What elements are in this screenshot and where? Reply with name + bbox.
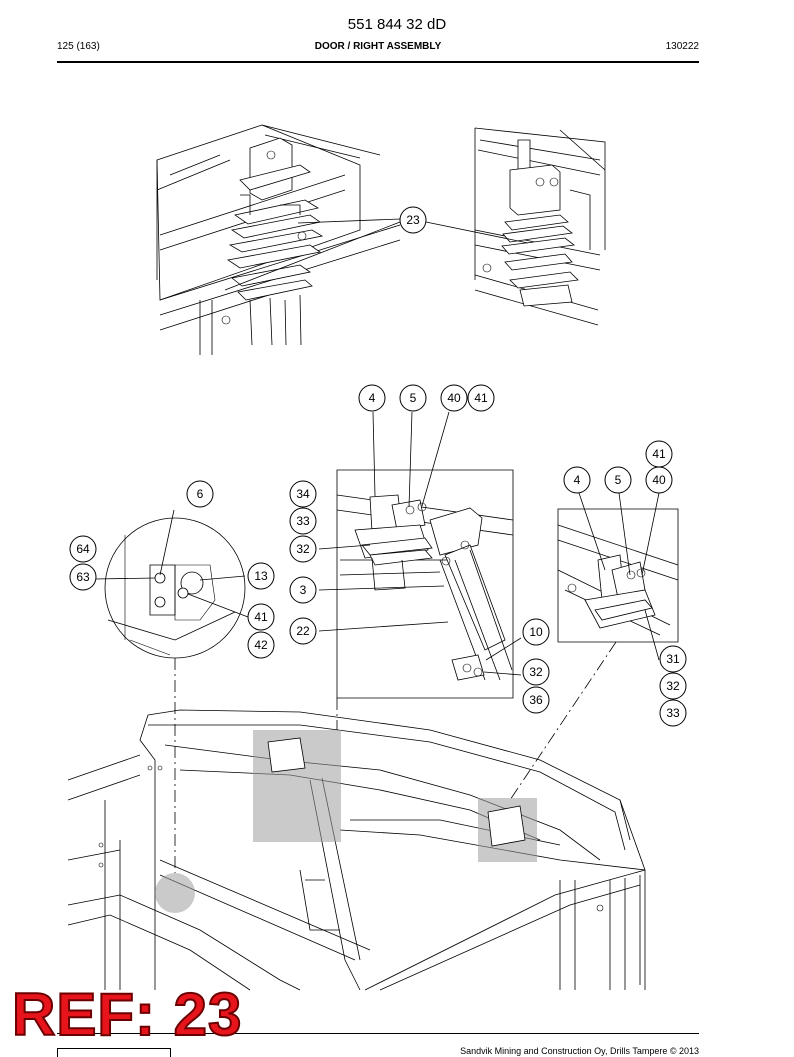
callout-63: 63 xyxy=(69,563,97,591)
callout-41: 41 xyxy=(467,384,495,412)
svg-text:41: 41 xyxy=(254,610,268,624)
document-date: 130222 xyxy=(665,41,699,52)
callout-40: 40 xyxy=(440,384,468,412)
svg-text:13: 13 xyxy=(254,569,268,583)
section-title: DOOR / RIGHT ASSEMBLY xyxy=(314,41,442,52)
svg-text:31: 31 xyxy=(666,652,680,666)
top-right-detail-view xyxy=(474,127,606,326)
callout-5: 5 xyxy=(399,384,427,412)
callout-41-left: 41 xyxy=(247,603,275,631)
svg-text:4: 4 xyxy=(369,391,376,405)
page-count: 125 (163) xyxy=(57,41,100,52)
reference-stamp: REF: 23 xyxy=(11,981,243,1048)
svg-text:5: 5 xyxy=(410,391,417,405)
svg-text:32: 32 xyxy=(666,679,680,693)
cabin-frame-view xyxy=(67,709,646,991)
svg-text:36: 36 xyxy=(529,693,543,707)
callout-31: 31 xyxy=(659,645,687,673)
callout-32: 32 xyxy=(289,535,317,563)
callout-41-right: 41 xyxy=(645,440,673,468)
svg-text:34: 34 xyxy=(296,487,310,501)
callout-34: 34 xyxy=(289,480,317,508)
svg-text:32: 32 xyxy=(529,665,543,679)
svg-text:23: 23 xyxy=(406,213,420,227)
svg-text:6: 6 xyxy=(197,487,204,501)
svg-text:41: 41 xyxy=(652,447,666,461)
svg-text:40: 40 xyxy=(447,391,461,405)
callout-32-center: 32 xyxy=(522,658,550,686)
callout-6: 6 xyxy=(186,480,214,508)
svg-text:41: 41 xyxy=(474,391,488,405)
callout-64: 64 xyxy=(69,535,97,563)
svg-text:32: 32 xyxy=(296,542,310,556)
svg-text:63: 63 xyxy=(76,570,90,584)
document-number: 551 844 32 dD xyxy=(347,16,447,33)
callout-10: 10 xyxy=(522,618,550,646)
footer-rule xyxy=(57,1033,699,1034)
callout-4: 4 xyxy=(358,384,386,412)
page-header: 125 (163) DOOR / RIGHT ASSEMBLY 130222 xyxy=(57,41,699,55)
callout-40-right: 40 xyxy=(645,466,673,494)
header-rule xyxy=(57,61,699,63)
right-detail-view xyxy=(557,508,679,643)
svg-text:3: 3 xyxy=(300,583,307,597)
callout-33-right: 33 xyxy=(659,699,687,727)
svg-text:64: 64 xyxy=(76,542,90,556)
svg-text:33: 33 xyxy=(296,514,310,528)
svg-text:5: 5 xyxy=(615,473,622,487)
svg-text:22: 22 xyxy=(296,624,310,638)
highlight-circle xyxy=(155,873,195,913)
center-detail-view xyxy=(336,469,514,699)
callout-32-right: 32 xyxy=(659,672,687,700)
callout-33: 33 xyxy=(289,507,317,535)
top-left-detail-view xyxy=(156,124,401,355)
callout-23: 23 xyxy=(399,206,427,234)
callout-22: 22 xyxy=(289,617,317,645)
callout-5-right: 5 xyxy=(604,466,632,494)
svg-text:40: 40 xyxy=(652,473,666,487)
circle-detail-view xyxy=(104,517,246,659)
callout-4-right: 4 xyxy=(563,466,591,494)
svg-text:4: 4 xyxy=(574,473,581,487)
svg-text:10: 10 xyxy=(529,625,543,639)
svg-text:42: 42 xyxy=(254,638,268,652)
svg-text:33: 33 xyxy=(666,706,680,720)
copyright-text: Sandvik Mining and Construction Oy, Dril… xyxy=(460,1046,699,1056)
callout-3: 3 xyxy=(289,576,317,604)
callout-42: 42 xyxy=(247,631,275,659)
callout-36: 36 xyxy=(522,686,550,714)
callout-13: 13 xyxy=(247,562,275,590)
